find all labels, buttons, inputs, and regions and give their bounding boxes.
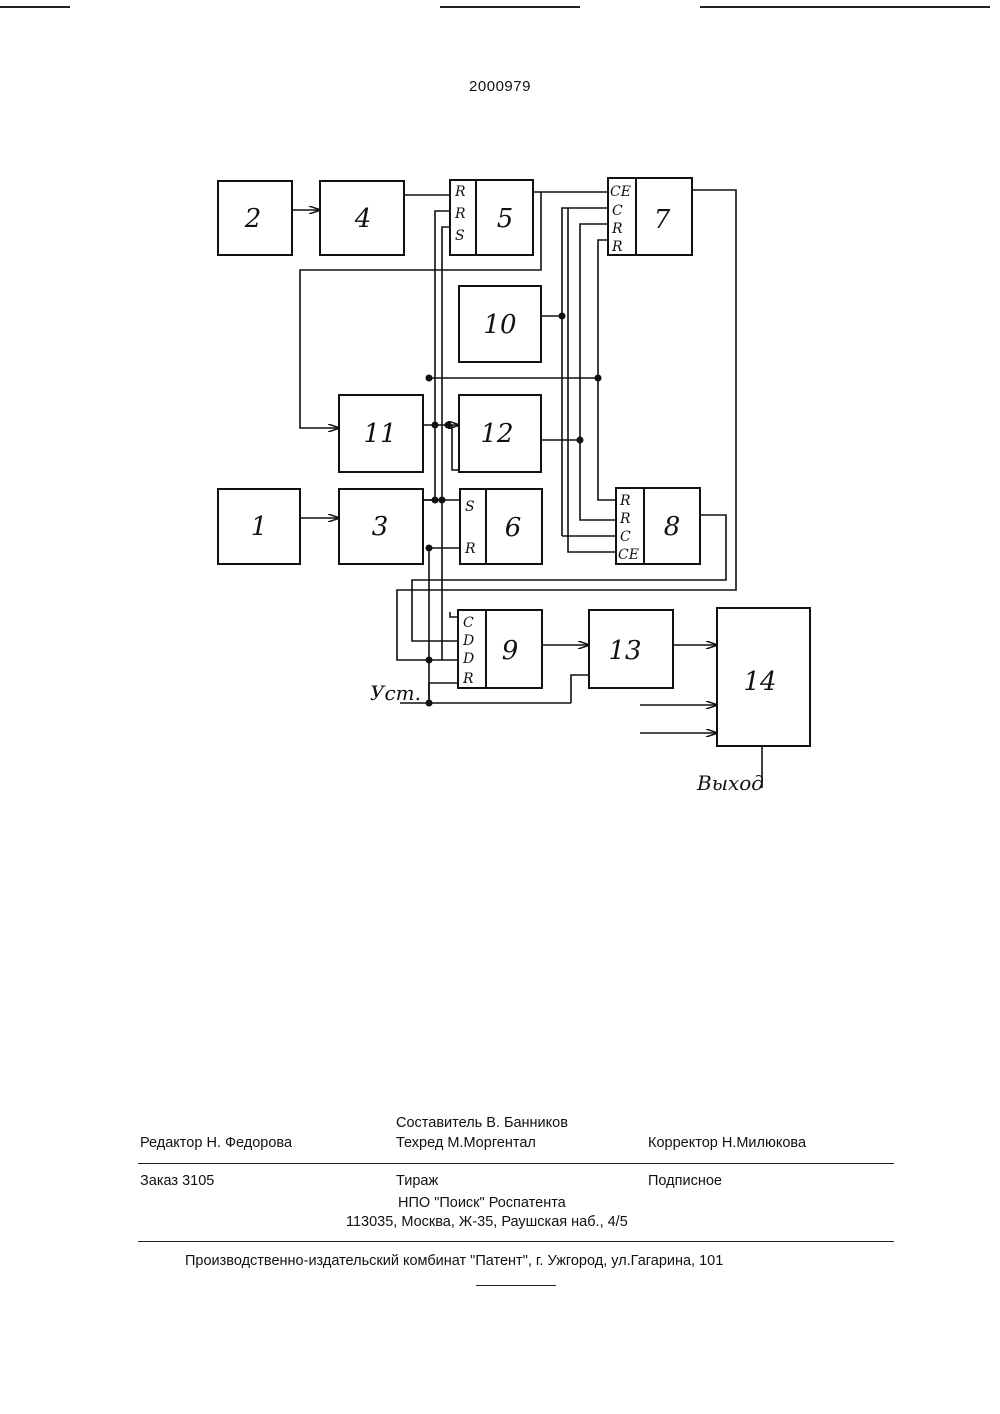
- pin-9-r: R: [462, 671, 474, 687]
- block-8-label: 8: [664, 512, 681, 542]
- block-5-label: 5: [497, 204, 514, 234]
- block-1: 1: [218, 489, 300, 564]
- input-label-ust: Уст.: [370, 681, 421, 705]
- pin-8-c: C: [620, 529, 631, 545]
- block-7-label: 7: [654, 205, 671, 235]
- block-12-label: 12: [480, 419, 513, 449]
- block-4-label: 4: [354, 204, 372, 234]
- imprint-techred: Техред М.Моргентал: [396, 1135, 536, 1151]
- block-13: 13: [589, 610, 673, 688]
- pin-9-d2: D: [462, 651, 474, 667]
- block-7: 7 CE C R R: [608, 178, 692, 255]
- pin-6-s: S: [465, 499, 475, 515]
- block-8: 8 R R C CE: [616, 488, 700, 564]
- block-14-label: 14: [743, 667, 776, 697]
- block-diagram: 1 2 3 4 5 R R S 6 S R 7 CE C R R 8: [0, 0, 1000, 820]
- pin-8-r2: R: [619, 511, 631, 527]
- block-6: 6 S R: [460, 489, 542, 564]
- block-1-label: 1: [251, 512, 268, 542]
- pin-9-d1: D: [462, 633, 474, 649]
- pin-7-c: C: [612, 203, 623, 219]
- output-label: Выход: [696, 771, 764, 795]
- imprint-rule: [138, 1241, 894, 1242]
- imprint-corrector: Корректор Н.Милюкова: [648, 1135, 806, 1151]
- block-10: 10: [459, 286, 541, 362]
- block-4: 4: [320, 181, 404, 255]
- pin-8-r1: R: [619, 493, 631, 509]
- block-11: 11: [339, 395, 423, 472]
- block-14: 14: [717, 608, 810, 746]
- imprint-publisher: Производственно-издательский комбинат "П…: [185, 1253, 723, 1269]
- block-12: 12: [459, 395, 541, 472]
- pin-7-r2: R: [611, 239, 623, 255]
- pin-7-ce: CE: [610, 184, 631, 200]
- imprint-address: 113035, Москва, Ж-35, Раушская наб., 4/5: [346, 1214, 628, 1230]
- imprint-subscription: Подписное: [648, 1173, 722, 1189]
- pin-7-r1: R: [611, 221, 623, 237]
- block-6-label: 6: [505, 513, 522, 543]
- block-2-label: 2: [244, 204, 262, 234]
- block-10-label: 10: [483, 310, 516, 340]
- block-9-label: 9: [502, 636, 519, 666]
- imprint-rule: [138, 1163, 894, 1164]
- pin-8-ce: CE: [618, 547, 639, 563]
- pin-6-r: R: [464, 541, 476, 557]
- block-3: 3: [339, 489, 423, 564]
- imprint-compiler: Составитель В. Банников: [396, 1115, 568, 1131]
- imprint-circulation: Тираж: [396, 1173, 438, 1189]
- block-11-label: 11: [363, 419, 396, 449]
- pin-5-r1: R: [454, 184, 466, 200]
- imprint-order: Заказ 3105: [140, 1173, 214, 1189]
- imprint-editor: Редактор Н. Федорова: [140, 1135, 292, 1151]
- pin-5-r2: R: [454, 206, 466, 222]
- pin-5-s: S: [455, 228, 465, 244]
- block-5: 5 R R S: [450, 180, 533, 255]
- block-9: 9 C D D R: [458, 610, 542, 688]
- block-2: 2: [218, 181, 292, 255]
- block-13-label: 13: [608, 636, 641, 666]
- block-3-label: 3: [372, 512, 389, 542]
- pin-9-c: C: [463, 615, 474, 631]
- imprint-short-rule: [476, 1285, 556, 1286]
- imprint-org: НПО "Поиск" Роспатента: [398, 1195, 566, 1211]
